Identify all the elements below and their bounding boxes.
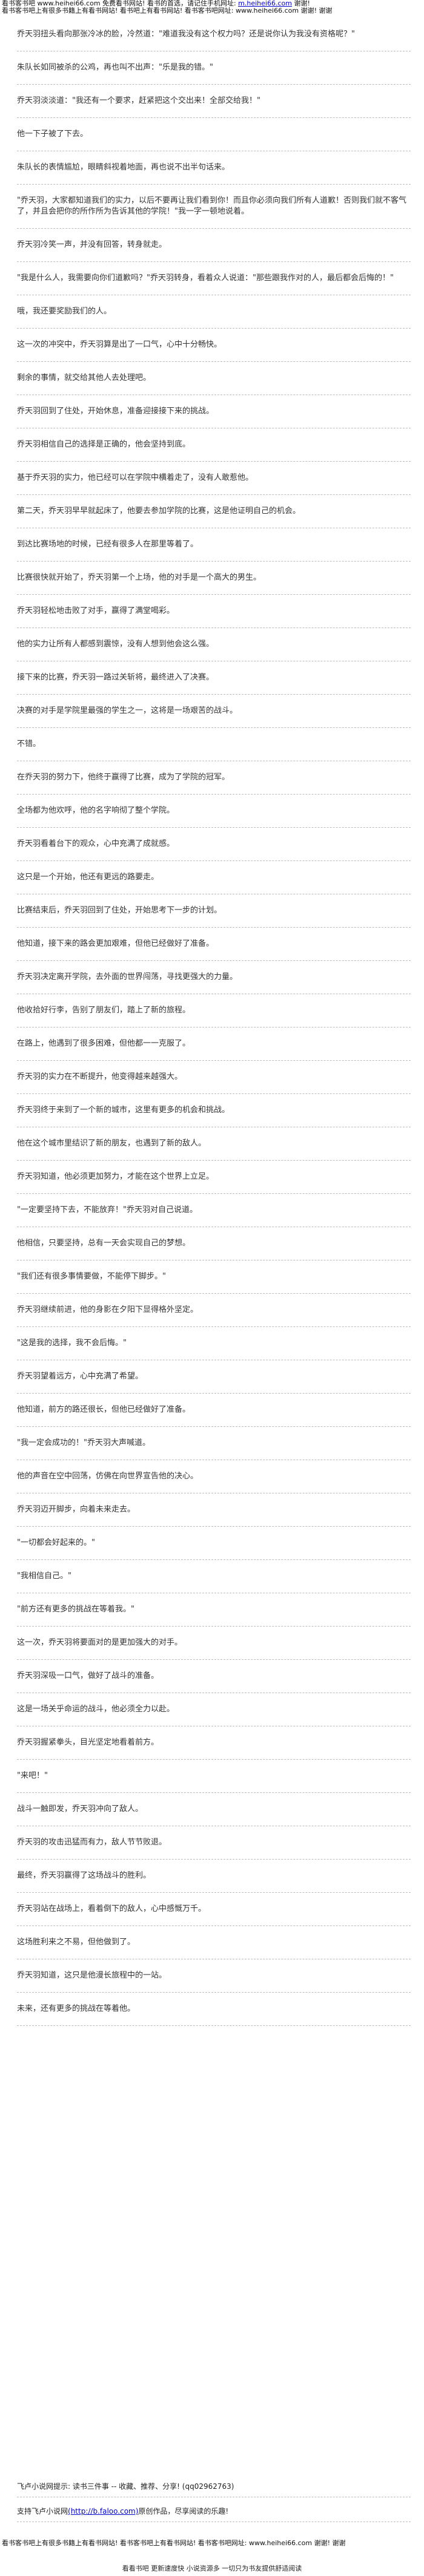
article-footer: 飞卢小说网提示: 读书三件事 -- 收藏、推荐、分享! (qq02962763)…: [17, 2479, 411, 2528]
top-banner-line-1: 看书客书吧 www.heihei66.com 免费看书网站! 看书的首选，请记住…: [2, 0, 424, 7]
paragraph: 最终，乔天羽赢得了这场战斗的胜利。: [17, 1868, 411, 1893]
paragraph: 乔天羽回到了住处，开始休息，准备迎接接下来的挑战。: [17, 404, 411, 428]
top-banner-suffix: 谢谢!: [291, 0, 310, 7]
paragraph: 乔天羽迈开脚步，向着未来走去。: [17, 1502, 411, 1527]
top-banner-line-2: 看书客书吧上有很多书籍上有看书网站! 看书吧上有看书网站! 看书客书吧网址: w…: [2, 7, 333, 15]
paragraph: 乔天羽知道，这只是他漫长旅程中的一站。: [17, 1968, 411, 1993]
paragraph: 乔天羽站在战场上，看着倒下的敌人，心中感慨万千。: [17, 1901, 411, 1926]
bottom-tagline: 看看书吧 更新速度快 小说资源多 一切只为书友提供舒适阅读: [122, 2565, 302, 2572]
footer-support-suffix: 原创作品，尽享阅读的乐趣!: [138, 2507, 229, 2515]
paragraph: 乔天羽的实力在不断提升，他变得越来越强大。: [17, 1069, 411, 1094]
bottom-banner: 看书客书吧上有很多书籍上有看书网站! 看书客书吧上有看书网站! 看书客书吧网址:…: [2, 2539, 346, 2547]
paragraph: 比赛很快就开始了，乔天羽第一个上场，他的对手是一个高大的男生。: [17, 570, 411, 595]
paragraph: 乔天羽深吸一口气，做好了战斗的准备。: [17, 1668, 411, 1693]
paragraph: 决赛的对手是学院里最强的学生之一，这将是一场艰苦的战斗。: [17, 703, 411, 728]
paragraph: "乔天羽，大家都知道我们的实力，以后不要再让我们看到你！而且你必须向我们所有人道…: [17, 193, 411, 229]
paragraph: 未来，还有更多的挑战在等着他。: [17, 2001, 411, 2026]
paragraph: 在路上，他遇到了很多困难，但他都一一克服了。: [17, 1036, 411, 1061]
paragraph: 他在这个城市里结识了新的朋友，也遇到了新的敌人。: [17, 1136, 411, 1161]
paragraph: "一切都会好起来的。": [17, 1535, 411, 1560]
footer-support: 支持飞卢小说网(http://b.faloo.com)原创作品，尽享阅读的乐趣!: [17, 2503, 411, 2522]
paragraph: 全场都为他欢呼，他的名字响彻了整个学院。: [17, 803, 411, 828]
paragraph: "前方还有更多的挑战在等着我。": [17, 1602, 411, 1627]
paragraph: 不错。: [17, 736, 411, 761]
top-banner-text: 看书客书吧 www.heihei66.com 免费看书网站! 看书的首选，请记住…: [2, 0, 239, 7]
footer-tip: 飞卢小说网提示: 读书三件事 -- 收藏、推荐、分享! (qq02962763): [17, 2479, 411, 2497]
top-banner: 看书客书吧 www.heihei66.com 免费看书网站! 看书的首选，请记住…: [0, 0, 424, 15]
paragraph: 剩余的事情，就交给其他人去处理吧。: [17, 370, 411, 395]
paragraph: 乔天羽握紧拳头，目光坚定地看着前方。: [17, 1735, 411, 1760]
paragraph: 乔天羽知道，他必须更加努力，才能在这个世界上立足。: [17, 1169, 411, 1194]
paragraph: 乔天羽继续前进，他的身影在夕阳下显得格外坚定。: [17, 1302, 411, 1327]
paragraph: 他知道，前方的路还很长，但他已经做好了准备。: [17, 1402, 411, 1427]
paragraph: 朱队长的表情尴尬，眼睛斜视着地面，再也说不出半句话来。: [17, 160, 411, 185]
paragraph: 在乔天羽的努力下，他终于赢得了比赛，成为了学院的冠军。: [17, 770, 411, 795]
paragraph: "一定要坚持下去，不能放弃！"乔天羽对自己说道。: [17, 1202, 411, 1227]
paragraph: 朱队长如同被杀的公鸡，再也叫不出声："乐是我的错。": [17, 60, 411, 85]
paragraph: 乔天羽决定离开学院，去外面的世界闯荡，寻找更强大的力量。: [17, 969, 411, 994]
paragraph: 他相信，只要坚持，总有一天会实现自己的梦想。: [17, 1236, 411, 1260]
paragraph: 乔天羽的攻击迅猛而有力，敌人节节败退。: [17, 1835, 411, 1860]
footer-support-text: 支持飞卢小说网: [17, 2507, 68, 2515]
paragraph: 乔天羽终于来到了一个新的城市，这里有更多的机会和挑战。: [17, 1103, 411, 1127]
paragraph: 这一次的冲突中，乔天羽算是出了一口气，心中十分畅快。: [17, 337, 411, 362]
footer-support-link[interactable]: (http://b.faloo.com): [68, 2507, 139, 2515]
paragraph: 他一下子被了下去。: [17, 126, 411, 151]
paragraph: 哦，我还要奖励我们的人。: [17, 304, 411, 329]
paragraph: "这是我的选择，我不会后悔。": [17, 1336, 411, 1360]
paragraph: 乔天羽相信自己的选择是正确的，他会坚持到底。: [17, 437, 411, 462]
paragraph: 乔天羽轻松地击败了对手，赢得了满堂喝彩。: [17, 603, 411, 628]
paragraph: "来吧！": [17, 1768, 411, 1793]
paragraph: 他知道，接下来的路会更加艰难，但他已经做好了准备。: [17, 936, 411, 961]
paragraph: "我一定会成功的！"乔天羽大声喊道。: [17, 1435, 411, 1460]
paragraph: 这场胜利来之不易，但他做到了。: [17, 1935, 411, 1959]
paragraph: 他的实力让所有人都感到震惊，没有人想到他会这么强。: [17, 637, 411, 661]
paragraph: "我们还有很多事情要做，不能停下脚步。": [17, 1269, 411, 1294]
paragraph: 乔天羽冷笑一声，并没有回答，转身就走。: [17, 237, 411, 262]
paragraph: 这是一场关乎命运的战斗，他必须全力以赴。: [17, 1702, 411, 1726]
paragraph: 乔天羽扭头看向那张冷冰的脸，冷然道："难道我没有这个权力吗？还是说你认为我没有资…: [17, 27, 411, 51]
paragraph: 这只是一个开始，他还有更远的路要走。: [17, 870, 411, 894]
paragraph: 第二天，乔天羽早早就起床了，他要去参加学院的比赛，这是他证明自己的机会。: [17, 503, 411, 528]
paragraph: 乔天羽看着台下的观众，心中充满了成就感。: [17, 836, 411, 861]
paragraph: 比赛结束后，乔天羽回到了住处，开始思考下一步的计划。: [17, 903, 411, 928]
paragraph: 战斗一触即发，乔天羽冲向了敌人。: [17, 1801, 411, 1826]
paragraph: 乔天羽淡淡道："我还有一个要求，赶紧把这个交出来！全部交给我！": [17, 93, 411, 118]
paragraph: 这一次，乔天羽将要面对的是更加强大的对手。: [17, 1635, 411, 1660]
paragraph: 乔天羽望着远方，心中充满了希望。: [17, 1369, 411, 1394]
article-body: 乔天羽扭头看向那张冷冰的脸，冷然道："难道我没有这个权力吗？还是说你认为我没有资…: [17, 27, 411, 2034]
paragraph: "我是什么人，我需要向你们道歉吗？"乔天羽转身，看着众人说道："那些跟我作对的人…: [17, 270, 411, 295]
paragraph: 接下来的比赛，乔天羽一路过关斩将，最终进入了决赛。: [17, 670, 411, 695]
paragraph: "我相信自己。": [17, 1568, 411, 1593]
top-banner-link[interactable]: m.heihei66.com: [238, 0, 292, 7]
paragraph: 他收拾好行李，告别了朋友们，踏上了新的旅程。: [17, 1003, 411, 1027]
paragraph: 基于乔天羽的实力，他已经可以在学院中横着走了，没有人敢惹他。: [17, 470, 411, 495]
paragraph: 他的声音在空中回荡，仿佛在向世界宣告他的决心。: [17, 1469, 411, 1493]
paragraph: 到达比赛场地的时候，已经有很多人在那里等着了。: [17, 537, 411, 562]
